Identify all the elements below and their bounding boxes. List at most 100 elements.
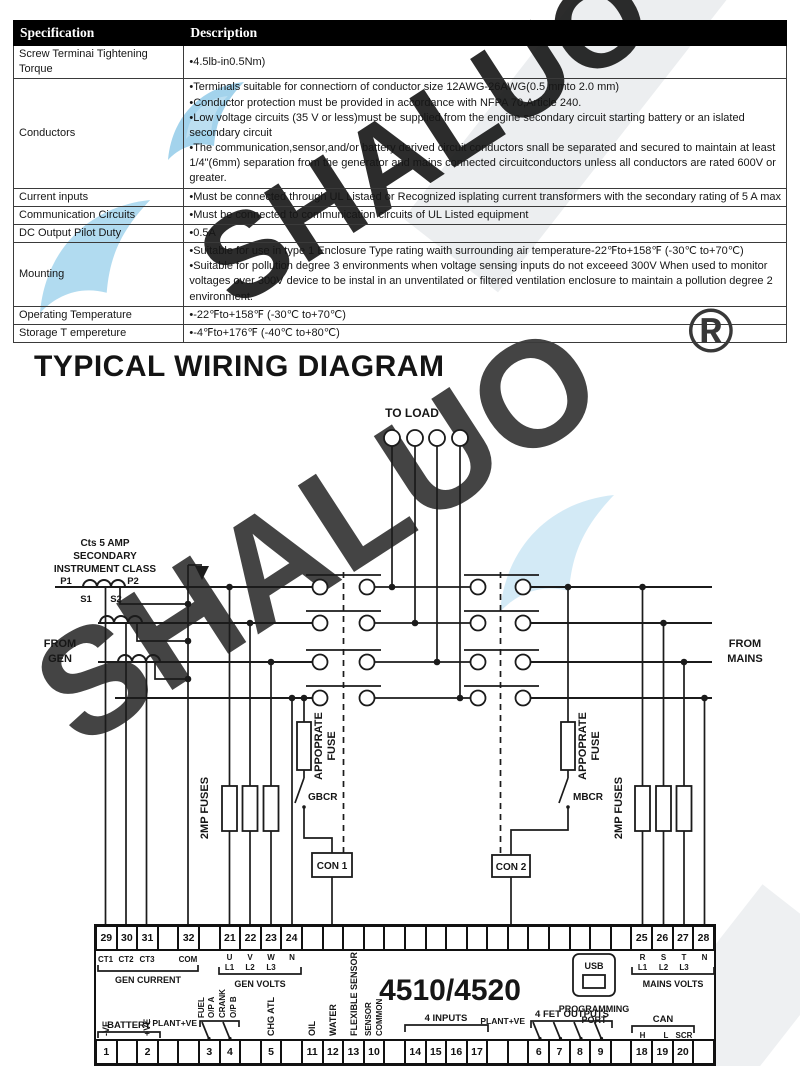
terminal-cell xyxy=(509,927,530,949)
terminal-cell xyxy=(365,927,386,949)
terminal-cell: 6 xyxy=(529,1041,551,1063)
mains-2mp-fuses-label: 2MP FUSES xyxy=(613,777,625,839)
gen-v-label: V xyxy=(247,953,253,962)
ct-coil-icon xyxy=(117,654,161,663)
spec-header-specification: Specification xyxy=(12,20,185,46)
terminal-cell xyxy=(550,927,571,949)
load-terminal-icon xyxy=(428,429,446,447)
spec-desc: •Must be connected through UL Listaed or… xyxy=(183,187,787,207)
ground-icon xyxy=(195,566,209,580)
fuse-icon xyxy=(221,785,238,832)
plant-ve-label-1: PLANT+VE xyxy=(152,1018,197,1028)
terminal-cell: 13 xyxy=(344,1041,365,1063)
terminal-cell xyxy=(282,1041,303,1063)
spec-row: Operating Temperature•-22℉to+158℉ (-30℃ … xyxy=(12,305,787,325)
gen-appoprate-fuse-label-2: FUSE xyxy=(326,731,338,760)
from-gen-label-1: FROM xyxy=(44,638,76,650)
terminal-cell xyxy=(324,927,345,949)
plant-ve-label-2: PLANT+VE xyxy=(480,1016,525,1026)
oil-label: OIL xyxy=(307,1020,317,1036)
terminal-cell: 3 xyxy=(200,1041,221,1063)
gen-n-label: N xyxy=(289,953,295,962)
con1-box xyxy=(311,852,353,878)
water-label: WATER xyxy=(328,1004,338,1036)
p1-label: P1 xyxy=(60,576,72,587)
battery-label: BATTERY xyxy=(107,1020,151,1031)
terminal-cell: 31 xyxy=(138,927,159,949)
gen-section: Cts 5 AMP SECONDARY INSTRUMENT CLASS P1 … xyxy=(44,538,313,925)
spec-row: Screw Terminai Tightening Torque•4.5lb-i… xyxy=(12,44,787,80)
spec-row: Communication Circuits•Must be connected… xyxy=(12,205,787,225)
mbcr-switch-icon xyxy=(558,770,569,804)
fuel-label: FUEL xyxy=(197,997,206,1018)
terminal-cell: 8 xyxy=(571,1041,592,1063)
fuse-icon xyxy=(262,785,280,832)
spec-table: Specification Description Screw Terminai… xyxy=(12,20,787,344)
spec-name: Screw Terminai Tightening Torque xyxy=(12,44,185,80)
terminal-cell xyxy=(612,927,633,949)
terminal-cell xyxy=(529,927,551,949)
terminal-cell: 20 xyxy=(674,1041,695,1063)
ct2-label: CT2 xyxy=(118,955,134,964)
terminal-cell: 12 xyxy=(324,1041,345,1063)
mains-l2-label: L2 xyxy=(659,963,669,972)
usb-port-icon: USB xyxy=(572,953,616,997)
spec-name: Operating Temperature xyxy=(12,305,185,325)
mains-section: FROM MAINS xyxy=(530,583,763,925)
gen-l3-label: L3 xyxy=(266,963,276,972)
fuse-icon xyxy=(296,721,312,771)
mains-appoprate-fuse-label-2: FUSE xyxy=(590,731,602,760)
from-gen-label-2: GEN xyxy=(48,653,72,665)
mbcr-label: MBCR xyxy=(573,792,604,803)
terminal-cell: 5 xyxy=(262,1041,283,1063)
terminal-cell: 19 xyxy=(653,1041,674,1063)
gen-fuses: 2MP FUSES xyxy=(199,777,280,839)
usb-label: USB xyxy=(584,961,604,971)
contact-icon xyxy=(469,653,487,671)
ct-class-label-1: Cts 5 AMP xyxy=(80,538,129,549)
ct3-label: CT3 xyxy=(139,955,155,964)
terminal-cell xyxy=(159,1041,180,1063)
spec-row: Mounting•Suitable for use in type 1 Encl… xyxy=(12,242,787,307)
crank-label: CRANK xyxy=(218,989,227,1018)
spec-name: Storage T empereture xyxy=(12,323,185,344)
ct-class-label-2: SECONDARY xyxy=(73,551,137,562)
from-mains-label-2: MAINS xyxy=(727,653,762,665)
terminal-cell: 7 xyxy=(550,1041,571,1063)
terminal-cell xyxy=(241,1041,262,1063)
terminal-cell: 29 xyxy=(97,927,118,949)
contact-icon xyxy=(311,653,329,671)
gen-contactor xyxy=(306,572,471,853)
terminal-cell: 26 xyxy=(653,927,674,949)
terminal-cell xyxy=(447,927,468,949)
page-title: TYPICAL WIRING DIAGRAM xyxy=(34,350,445,383)
terminal-cell xyxy=(385,1041,406,1063)
can-label: CAN xyxy=(653,1014,674,1025)
terminal-cell: 30 xyxy=(118,927,139,949)
sensor-common-label-2: COMMON xyxy=(375,998,384,1036)
gen-l1-label: L1 xyxy=(225,963,235,972)
spec-name: Communication Circuits xyxy=(12,205,185,225)
terminal-cell: 11 xyxy=(303,1041,324,1063)
spec-row: Conductors•Terminals suitable for connec… xyxy=(12,78,787,189)
terminal-cell: 14 xyxy=(406,1041,427,1063)
ct-coil-icon xyxy=(82,579,126,588)
terminal-cell: 28 xyxy=(697,932,710,944)
spec-name: Conductors xyxy=(12,78,185,189)
terminal-cell xyxy=(427,927,448,949)
terminal-cell xyxy=(159,927,180,949)
contact-icon xyxy=(311,689,329,707)
ct1-label: CT1 xyxy=(98,955,114,964)
fuse-icon xyxy=(655,785,672,832)
terminal-cell: 24 xyxy=(282,927,303,949)
terminal-cell xyxy=(200,927,221,949)
gbcr-branch: APPOPRATE FUSE GBCR CON 1 xyxy=(294,694,353,925)
gen-w-label: W xyxy=(267,953,275,962)
gen-current-label: GEN CURRENT xyxy=(115,975,182,985)
load-terminal-icon xyxy=(451,429,469,447)
gbcr-label: GBCR xyxy=(308,792,338,803)
terminal-cell xyxy=(488,927,509,949)
terminal-cell: 21 xyxy=(221,927,242,949)
gen-2mp-fuses-label: 2MP FUSES xyxy=(199,777,211,839)
